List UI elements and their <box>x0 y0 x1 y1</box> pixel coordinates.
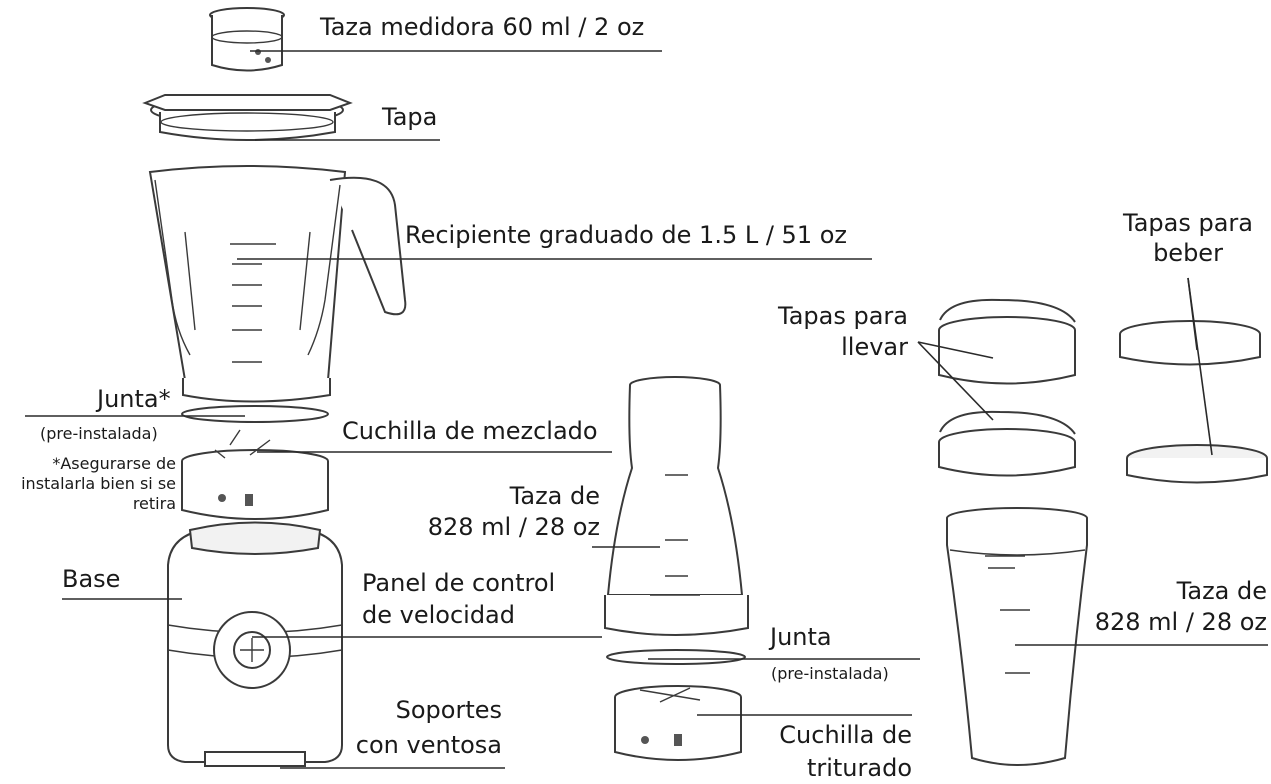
label-cup-mid-2: 828 ml / 28 oz <box>427 513 600 541</box>
label-cup-right-1: Taza de <box>1176 577 1267 605</box>
label-suction-feet-2: con ventosa <box>355 731 502 759</box>
label-note-line1: *Asegurarse de <box>52 454 176 473</box>
base-drawing <box>167 521 343 767</box>
gasket-bottom-drawing <box>606 649 746 665</box>
label-base: Base <box>62 565 121 593</box>
label-carry-lids-2: llevar <box>841 333 908 361</box>
measuring-cup-drawing <box>209 7 285 72</box>
right-cup-drawing <box>946 507 1088 766</box>
label-gasket-top: Junta* <box>97 385 171 413</box>
carry-lid-top-drawing <box>938 298 1076 385</box>
lid-drawing <box>142 94 353 141</box>
label-lid: Tapa <box>382 103 438 131</box>
crush-blade-drawing <box>614 685 742 761</box>
label-mixing-blade: Cuchilla de mezclado <box>342 417 598 445</box>
label-suction-feet-1: Soportes <box>395 696 502 724</box>
middle-cup-drawing <box>604 376 749 636</box>
label-gasket-bottom-note: (pre-instalada) <box>771 664 889 683</box>
label-crush-blade-1: Cuchilla de <box>779 721 912 749</box>
label-drink-lids-2: beber <box>1153 239 1223 267</box>
label-control-panel-1: Panel de control <box>362 569 556 597</box>
label-jar: Recipiente graduado de 1.5 L / 51 oz <box>405 221 848 249</box>
label-measuring-cup: Taza medidora 60 ml / 2 oz <box>320 13 645 41</box>
label-gasket-top-note: (pre-instalada) <box>40 424 158 443</box>
drink-lid-bottom-drawing <box>1126 444 1268 484</box>
label-gasket-bottom: Junta <box>770 623 832 651</box>
label-drink-lids-1: Tapas para <box>1123 209 1253 237</box>
label-crush-blade-2: triturado <box>806 754 912 782</box>
label-cup-mid-1: Taza de <box>509 482 600 510</box>
label-control-panel-2: de velocidad <box>362 601 515 629</box>
jar-drawing <box>148 165 407 403</box>
carry-lid-bottom-drawing <box>938 410 1076 477</box>
label-note-line3: retira <box>132 494 176 513</box>
label-carry-lids-1: Tapas para <box>778 302 908 330</box>
leader-lines <box>25 50 1268 769</box>
drink-lid-top-drawing <box>1119 320 1261 366</box>
mixing-blade-drawing <box>181 429 329 520</box>
label-note-line2: instalarla bien si se <box>21 474 176 493</box>
label-cup-right-2: 828 ml / 28 oz <box>1094 608 1267 636</box>
gasket-top-drawing <box>181 405 329 423</box>
